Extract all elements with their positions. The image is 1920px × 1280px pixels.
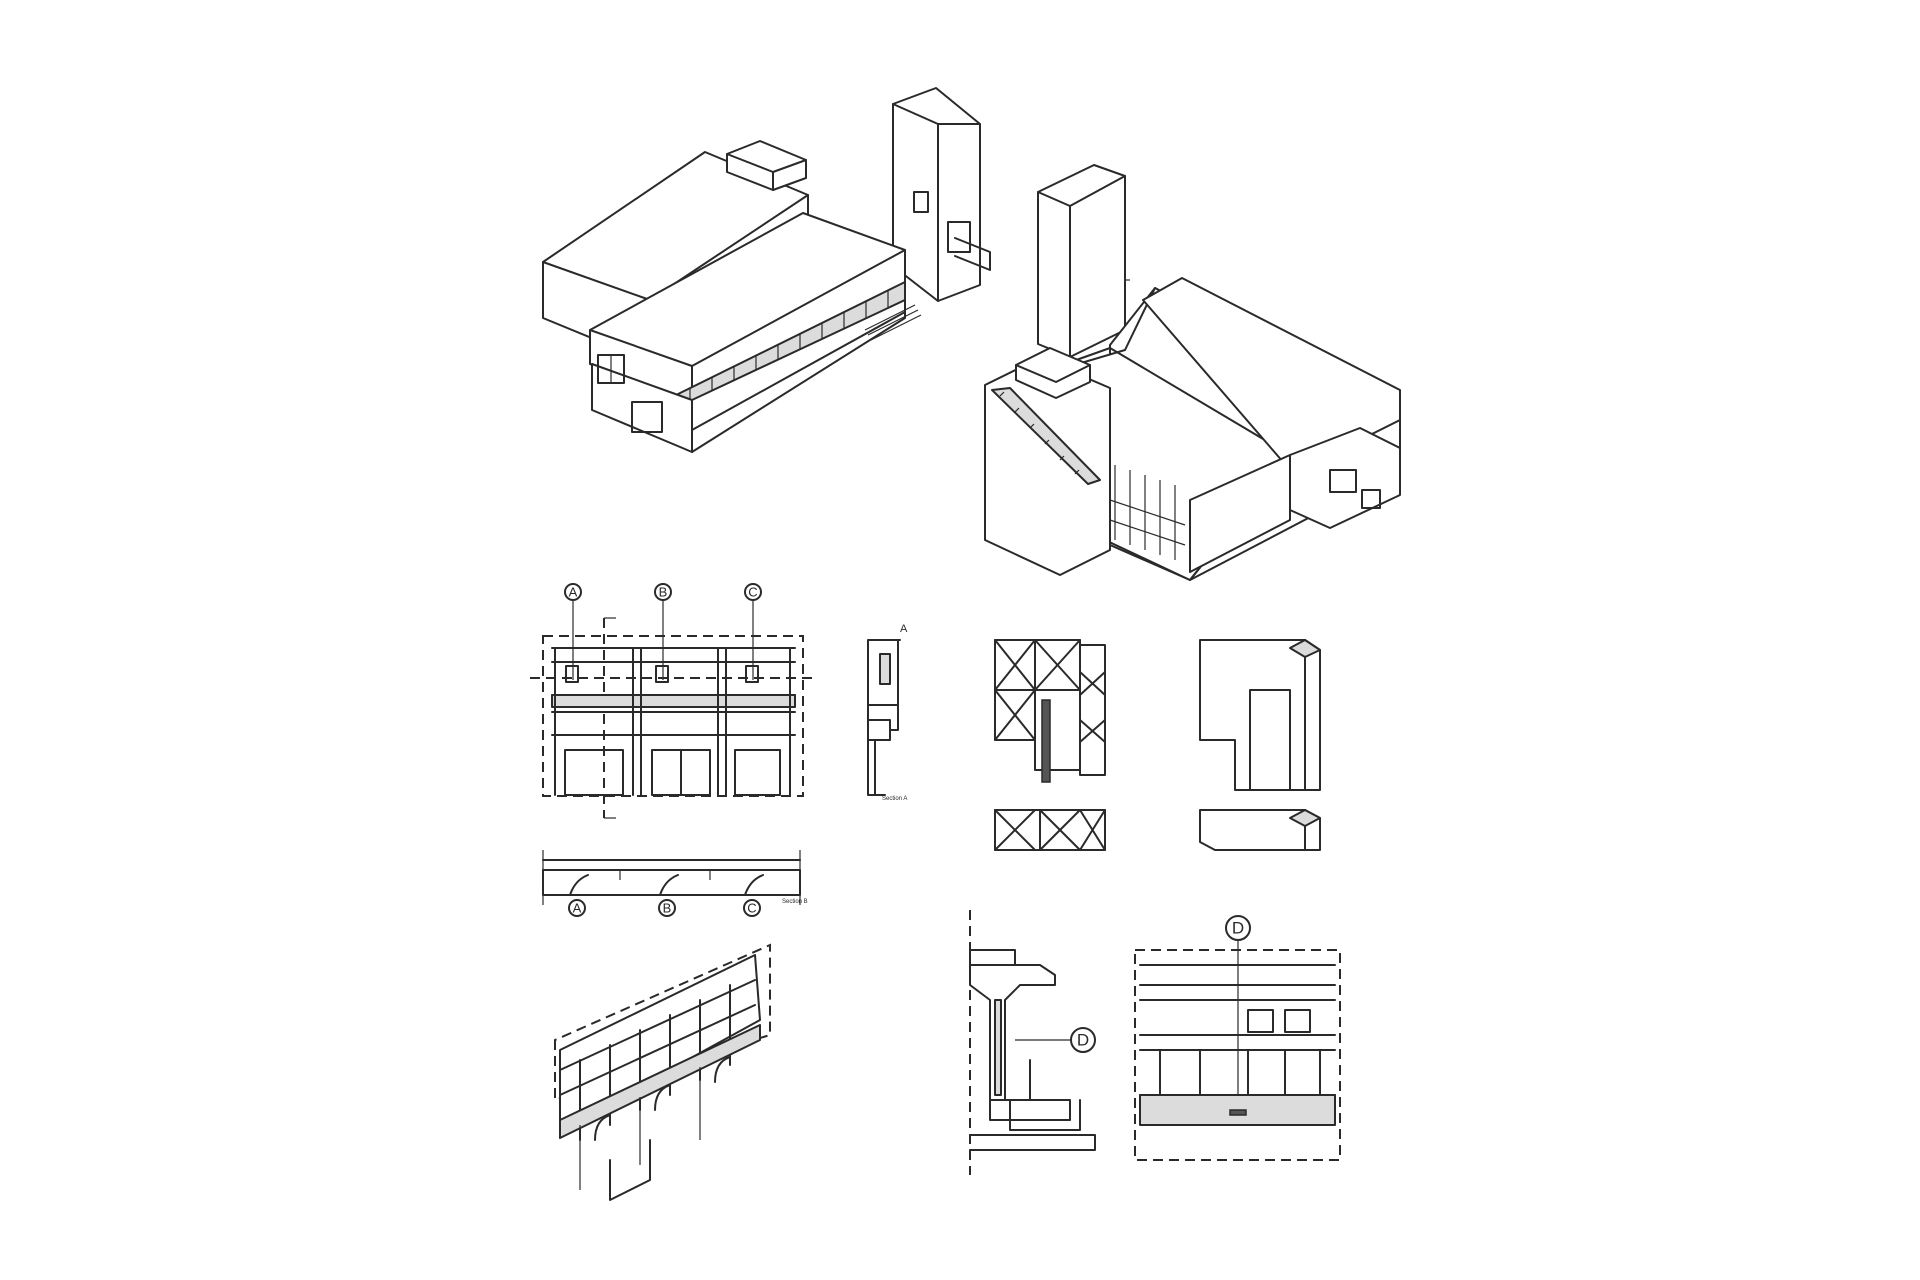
section-a-mark: A <box>900 623 908 635</box>
section-a: A Section A <box>867 623 908 802</box>
section-a-note: Section A <box>882 796 907 802</box>
facade-elevation: A B C <box>530 583 815 819</box>
callout-a-label: A <box>569 585 578 600</box>
canopy-plan: A B C Section B <box>542 850 808 917</box>
callout-c-label: C <box>748 585 757 600</box>
wall-section-d: D <box>969 910 1096 1175</box>
callout-d-elevation: D <box>1225 915 1251 1105</box>
plan-note: Section B <box>782 899 808 905</box>
callout-b-label: B <box>659 585 668 600</box>
plan-callout-c-label: C <box>747 901 756 916</box>
elevation-d: D <box>1134 915 1341 1161</box>
plan-callout-c: C <box>743 899 761 917</box>
callout-d-section: D <box>1070 1027 1096 1053</box>
callout-c: C <box>744 583 762 680</box>
plan-callout-b: B <box>658 899 676 917</box>
truss-isometric <box>994 639 1106 851</box>
callout-d-section-label: D <box>1077 1031 1089 1050</box>
axonometric-view-1 <box>542 87 991 453</box>
axonometric-view-2 <box>984 164 1401 581</box>
plan-callout-a-label: A <box>573 901 582 916</box>
callout-d-elevation-label: D <box>1232 919 1244 938</box>
panel-isometric <box>1199 639 1321 851</box>
plan-callout-a: A <box>568 899 586 917</box>
plan-callout-b-label: B <box>663 901 672 916</box>
perspective-detail <box>554 943 771 1201</box>
